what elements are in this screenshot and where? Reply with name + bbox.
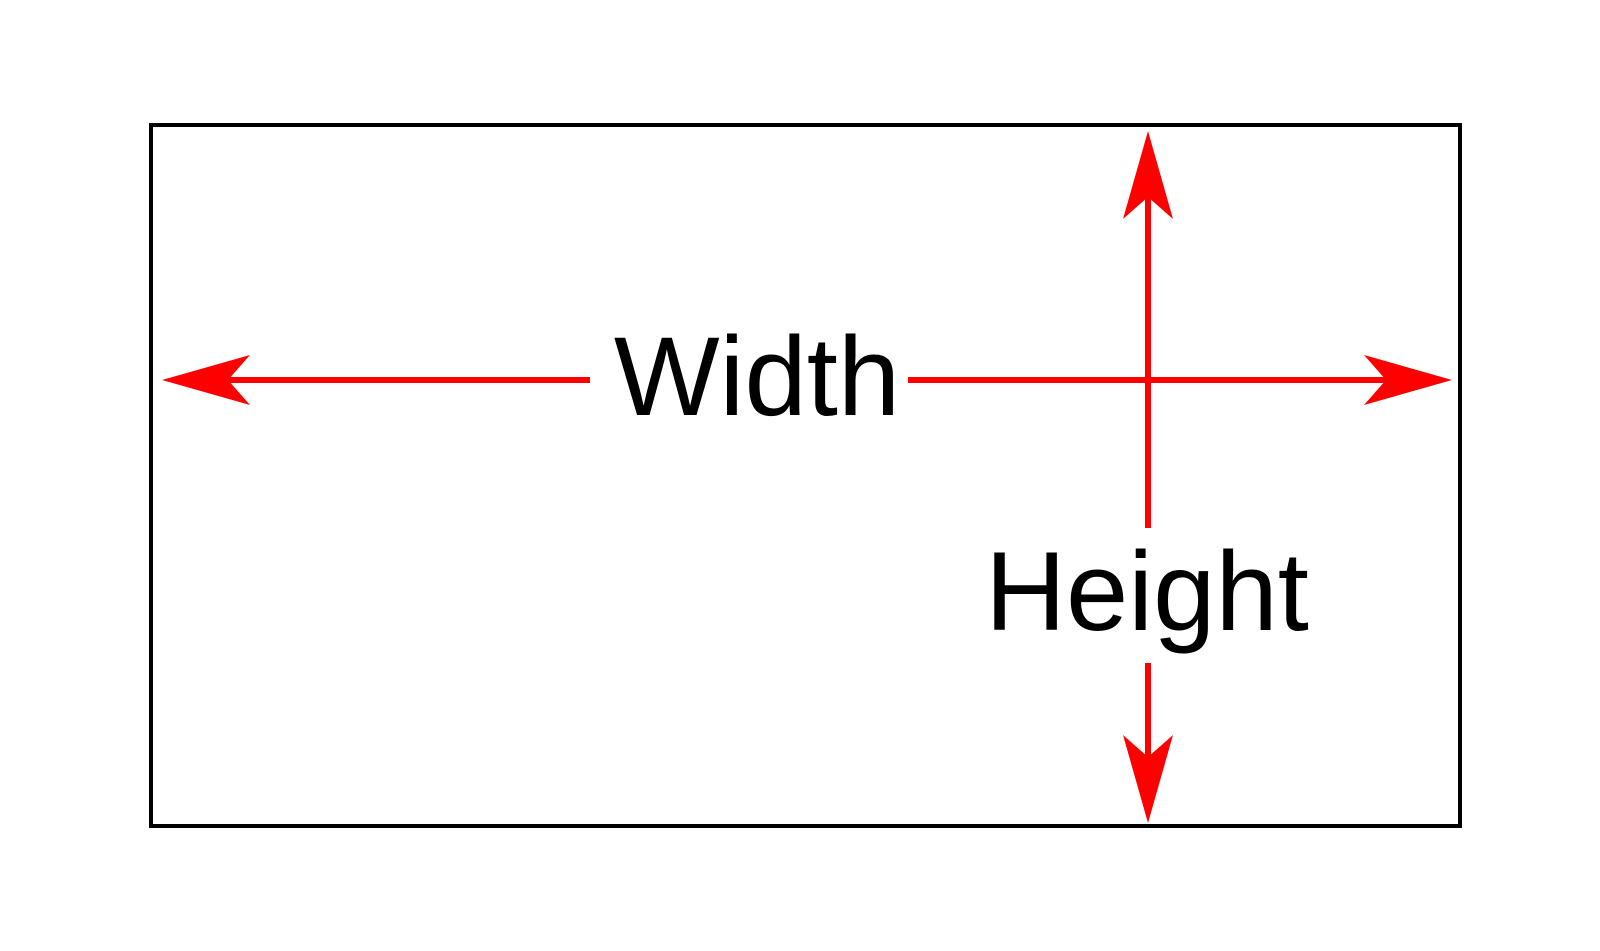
height-label: Height (985, 529, 1309, 654)
height-arrow (1123, 131, 1173, 823)
height-arrowhead-bottom-icon (1123, 735, 1173, 823)
width-arrowhead-right-icon (1364, 355, 1452, 405)
height-arrowhead-top-icon (1123, 131, 1173, 219)
width-arrowhead-left-icon (162, 355, 250, 405)
width-arrow (162, 355, 1452, 405)
width-label: Width (614, 314, 900, 439)
outer-rectangle (149, 123, 1462, 828)
